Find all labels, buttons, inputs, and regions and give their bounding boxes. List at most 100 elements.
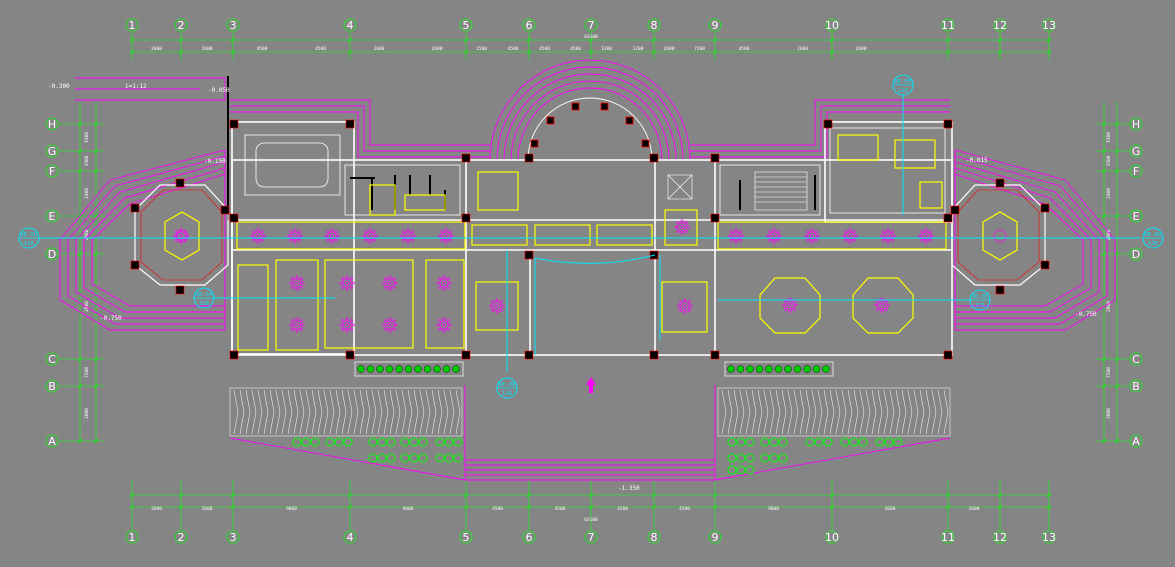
planter-shrub-icon — [435, 453, 463, 463]
structural-column — [1040, 260, 1050, 270]
section-marker-top-sheet: 126 — [898, 88, 908, 94]
light-fixture-icon — [436, 275, 452, 291]
dim-left-segment: 2800 — [84, 229, 90, 240]
grid-bubble-col — [522, 18, 536, 32]
grid-bubble-col — [584, 530, 598, 544]
structural-column — [524, 350, 534, 360]
grid-label-row: A — [1132, 435, 1140, 448]
grid-bubble-col — [584, 18, 598, 32]
grid-label-row: F — [49, 165, 55, 178]
grid-layer — [45, 18, 1143, 544]
grid-label-row: E — [49, 210, 56, 223]
planter-shrub-icon — [760, 453, 788, 463]
section-marker-bottom: DE-06 126 — [496, 377, 518, 399]
dim-right-segment: 7200 — [1106, 367, 1112, 378]
planter-shrub-icon — [325, 437, 353, 447]
grid-bubble-col — [125, 530, 139, 544]
structural-column — [229, 350, 239, 360]
grid-bubble-row — [1129, 247, 1143, 261]
section-marker-west-id: DE-04 — [196, 292, 213, 298]
planter-bed — [724, 361, 834, 377]
light-fixture-icon — [489, 298, 505, 314]
dim-top-segment: 1500 — [476, 46, 487, 52]
dim-bottom-segment: 4500 — [617, 506, 628, 512]
dim-bottom-segment: 9000 — [768, 506, 779, 512]
grid-label-row: G — [1132, 145, 1141, 158]
planter-shrub-icon — [435, 437, 463, 447]
grid-bubble-col — [226, 18, 240, 32]
structural-column — [943, 350, 953, 360]
level-mark-right: -0.750 — [1075, 311, 1097, 318]
grid-label-col: 1 — [129, 531, 136, 544]
grid-label-col: 8 — [651, 19, 658, 32]
section-marker-right: DE-02 126 — [1142, 227, 1164, 249]
grid-label-row: F — [1133, 165, 1139, 178]
light-fixture-icon — [289, 275, 305, 291]
structural-column — [524, 153, 534, 163]
structural-column — [229, 213, 239, 223]
structural-column — [461, 153, 471, 163]
grid-bubble-row — [45, 144, 59, 158]
interior-partitions — [244, 127, 946, 216]
grid-label-col: 12 — [993, 19, 1007, 32]
planters — [292, 361, 903, 475]
planter-shrub-icon — [875, 437, 903, 447]
grid-bubble-col — [708, 530, 722, 544]
grid-bubble-col — [174, 18, 188, 32]
light-fixture-icon — [804, 228, 820, 244]
grid-label-row: G — [48, 145, 57, 158]
light-fixture-icon — [880, 228, 896, 244]
grid-label-row: C — [1132, 353, 1140, 366]
grid-label-col: 4 — [347, 531, 354, 544]
light-fixture-icon — [287, 228, 303, 244]
grid-bubble-col — [174, 530, 188, 544]
light-fixture-icon — [874, 297, 890, 313]
grid-label-col: 7 — [588, 19, 595, 32]
dim-right-segment: 1500 — [1106, 155, 1112, 166]
grid-label-row: B — [48, 380, 56, 393]
entrance-arrow-icon — [586, 377, 596, 393]
grid-label-col: 11 — [941, 531, 955, 544]
section-marker-bottom-id: DE-06 — [499, 382, 516, 388]
planter-shrub-icon — [760, 437, 788, 447]
grid-bubble-row — [45, 247, 59, 261]
structural-column — [461, 213, 471, 223]
structural-column — [175, 285, 185, 295]
grid-label-col: 13 — [1042, 531, 1056, 544]
structural-column — [943, 213, 953, 223]
grid-label-row: D — [48, 248, 56, 261]
section-marker-east-sheet: 126 — [975, 303, 985, 309]
grid-label-col: 11 — [941, 19, 955, 32]
dim-top-segment: 2600 — [151, 46, 162, 52]
grid-label-row: D — [1132, 248, 1140, 261]
structural-column — [345, 350, 355, 360]
grid-bubble-col — [226, 530, 240, 544]
chevron-hatch — [233, 389, 949, 435]
light-fixture-icon — [339, 275, 355, 291]
grid-label-col: 13 — [1042, 19, 1056, 32]
grid-label-col: 12 — [993, 531, 1007, 544]
grid-label-row: B — [1132, 380, 1140, 393]
dim-bottom-segment: 4500 — [555, 506, 566, 512]
dim-right-segment: 2800 — [1106, 229, 1112, 240]
right-pavilion — [951, 184, 1046, 286]
grid-label-col: 7 — [588, 531, 595, 544]
grid-bubble-col — [343, 530, 357, 544]
planter-shrub-icon — [805, 437, 833, 447]
dim-top-segment: 2600 — [202, 46, 213, 52]
structural-column — [175, 178, 185, 188]
dim-top-segment: 2600 — [664, 46, 675, 52]
section-marker-right-sheet: 126 — [1148, 241, 1158, 247]
structural-columns — [130, 119, 1050, 360]
section-marker-left: DE-01 126 — [18, 227, 40, 249]
grid-label-row: E — [1133, 210, 1140, 223]
grid-label-row: H — [1132, 118, 1140, 131]
planter-shrub-icon — [400, 453, 428, 463]
level-mark-ramp-slope: i=1:12 — [125, 83, 147, 90]
dim-bottom-segment: 2600 — [969, 506, 980, 512]
dim-top-segment: 4500 — [315, 46, 326, 52]
section-marker-east-id: DE-05 — [972, 294, 989, 300]
structural-column — [461, 350, 471, 360]
